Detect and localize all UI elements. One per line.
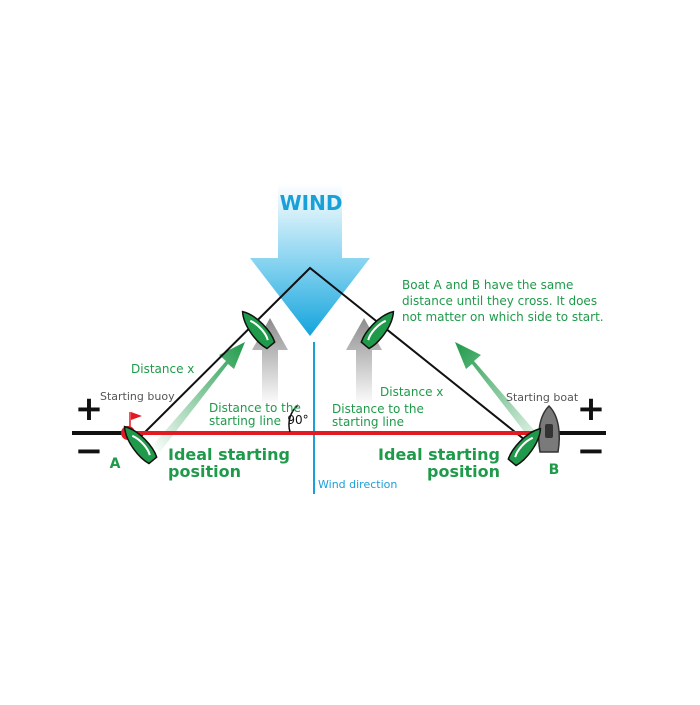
ideal-position-left-label: Ideal starting — [168, 445, 290, 464]
course-lines — [132, 266, 531, 445]
wind-arrow — [250, 184, 370, 336]
boat-a-icon — [123, 425, 158, 465]
distance-to-line-left-label: starting line — [209, 414, 281, 428]
starting-buoy-label: Starting buoy — [100, 390, 175, 403]
angle-label: 90° — [287, 413, 308, 427]
distance-x-left-label: Distance x — [131, 362, 194, 376]
note-line: not matter on which side to start. — [402, 310, 604, 324]
wind-label: WIND — [280, 191, 343, 215]
distance-x-right-label: Distance x — [380, 385, 443, 399]
note-line: distance until they cross. It does — [402, 294, 597, 308]
boat-a-upwind-icon — [241, 310, 276, 350]
left-course-arrow — [152, 342, 245, 452]
right-angle-arc — [288, 404, 299, 433]
starting-boat-label: Starting boat — [506, 391, 579, 404]
wind-direction-label: Wind direction — [318, 478, 397, 491]
boat-a-label: A — [110, 456, 121, 472]
plus-symbol-left: + — [75, 389, 104, 429]
starting-boat — [537, 404, 561, 453]
right-course-arrow — [455, 342, 548, 452]
note-text: Boat A and B have the same distance unti… — [402, 278, 604, 324]
boat-b-upwind-icon — [360, 310, 395, 350]
boat-b-icon — [507, 427, 542, 467]
ideal-position-right-label: Ideal starting — [378, 445, 500, 464]
distance-to-line-right-label: Distance to the — [332, 402, 424, 416]
ideal-position-left-label: position — [168, 462, 241, 481]
note-line: Boat A and B have the same — [402, 278, 573, 292]
ideal-position-right-label: position — [427, 462, 500, 481]
boat-b-label: B — [549, 462, 560, 478]
minus-symbol-right: − — [577, 431, 606, 471]
minus-symbol-left: − — [75, 431, 104, 471]
distance-to-line-left-label: Distance to the — [209, 401, 301, 415]
distance-to-line-right-label: starting line — [332, 415, 404, 429]
plus-symbol-right: + — [577, 389, 606, 429]
